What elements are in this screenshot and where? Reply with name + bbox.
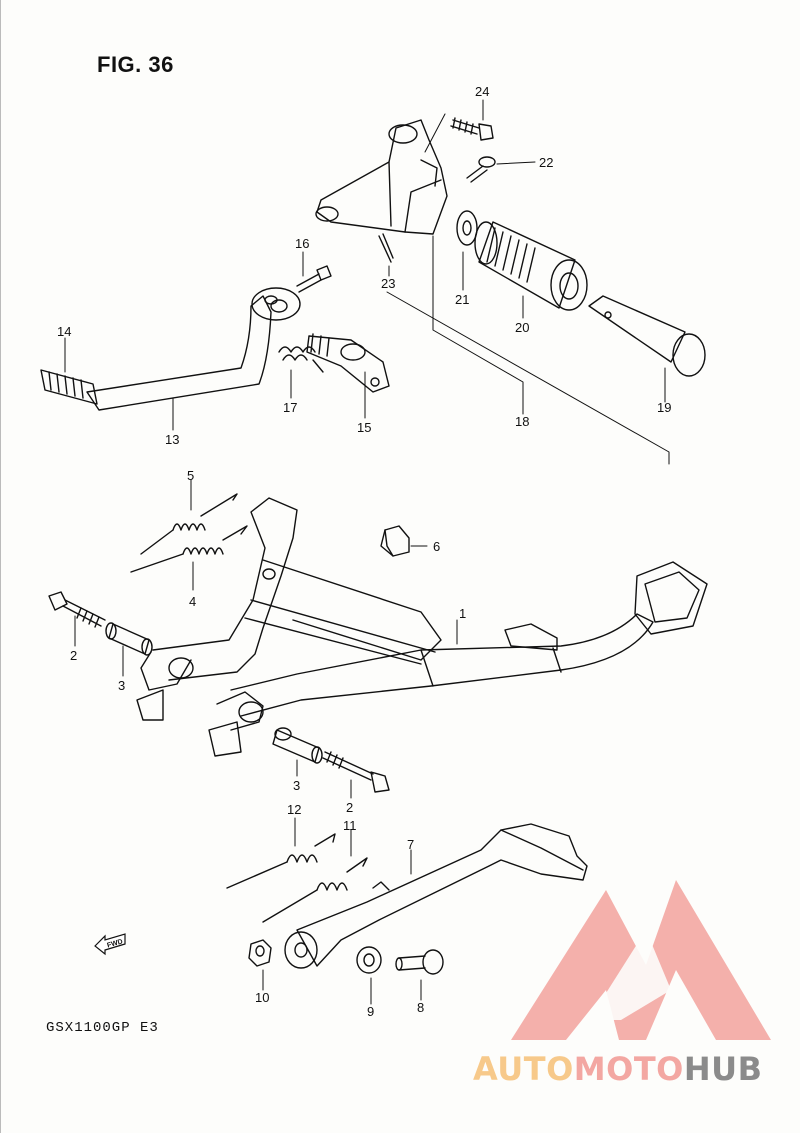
stopper-6	[380, 525, 410, 557]
bolt-2-left	[48, 591, 106, 628]
spring-4	[130, 525, 248, 573]
leader-lines-shift	[64, 251, 366, 431]
callout-5: 5	[187, 468, 194, 483]
leader-lines-stand	[74, 479, 458, 799]
callout-1: 1	[459, 606, 466, 621]
callout-7: 7	[407, 837, 414, 852]
shift-arm-15	[306, 333, 390, 393]
watermark-logo-icon	[511, 880, 771, 1040]
callout-20: 20	[515, 320, 529, 335]
watermark-part-auto: AUTO	[473, 1050, 574, 1088]
spring-12	[226, 833, 336, 889]
fwd-label: FWD	[106, 938, 123, 949]
leader-lines-top	[386, 99, 670, 465]
callout-3-right: 3	[293, 778, 300, 793]
shift-lever-rubber-14	[40, 369, 98, 405]
callout-10: 10	[255, 990, 269, 1005]
callout-13: 13	[165, 432, 179, 447]
callout-19: 19	[657, 400, 671, 415]
footrest-bracket	[315, 119, 448, 235]
spring-11	[262, 857, 368, 923]
watermark-part-moto: MOTO	[573, 1050, 684, 1088]
callout-18: 18	[515, 414, 529, 429]
forward-arrow-icon: FWD	[94, 933, 126, 956]
collar-3-right	[272, 727, 323, 764]
callout-23: 23	[381, 276, 395, 291]
callout-9: 9	[367, 1004, 374, 1019]
callout-6: 6	[433, 539, 440, 554]
callout-11: 11	[343, 818, 357, 833]
callout-15: 15	[357, 420, 371, 435]
model-code: GSX1100GP E3	[46, 1020, 159, 1036]
leader-lines-sidestand	[262, 817, 422, 1005]
gearshift-lever-13	[86, 287, 301, 411]
watermark-text: AUTOMOTOHUB	[473, 1050, 763, 1088]
figure-title: FIG. 36	[97, 52, 174, 77]
callout-21: 21	[455, 292, 469, 307]
bolt-8	[395, 949, 444, 975]
collar-3-left	[105, 622, 153, 656]
washer-9	[356, 946, 382, 974]
callout-3-left: 3	[118, 678, 125, 693]
nut-10	[248, 939, 272, 967]
callout-22: 22	[539, 155, 553, 170]
spring-17	[278, 346, 324, 373]
callout-2-right: 2	[346, 800, 353, 815]
callout-17: 17	[283, 400, 297, 415]
bolt-24	[450, 117, 494, 141]
footrest-rubber-20	[474, 221, 588, 311]
footrest-pin-19	[588, 295, 706, 377]
watermark-part-hub: HUB	[683, 1050, 763, 1088]
bolt-16	[296, 265, 332, 293]
callout-4: 4	[189, 594, 196, 609]
spring-5	[140, 493, 238, 555]
callout-2-left: 2	[70, 648, 77, 663]
center-stand-1	[136, 497, 708, 757]
callout-8: 8	[417, 1000, 424, 1015]
bolt-2-right	[322, 751, 390, 793]
callout-numbers: 1 2 2 3 3 4 5 6 7 8 9 10 11 12 13 14 15 …	[57, 84, 671, 1019]
callout-24: 24	[475, 84, 489, 99]
side-stand-7	[284, 823, 588, 969]
washer-21	[456, 210, 478, 246]
callout-14: 14	[57, 324, 71, 339]
callout-12: 12	[287, 802, 301, 817]
pin-22	[466, 156, 496, 183]
callout-16: 16	[295, 236, 309, 251]
cotter-pin-23	[378, 233, 394, 263]
